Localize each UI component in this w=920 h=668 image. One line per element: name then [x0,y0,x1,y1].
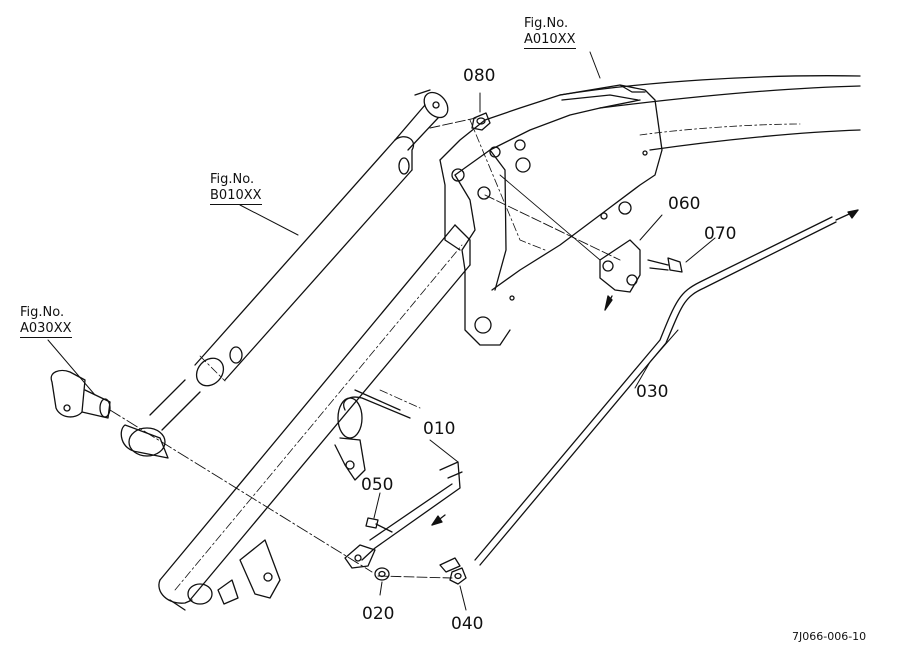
nut-040 [449,567,467,585]
part-label-060: 060 [668,194,701,214]
part-label-030: 030 [636,382,669,402]
leader-lines [47,51,716,611]
boom-arm [439,75,861,346]
rod-030 [439,209,859,573]
part-label-080: 080 [463,66,496,86]
part-label-010: 010 [423,419,456,439]
loader-arm [158,224,471,611]
part-label-070: 070 [704,224,737,244]
figure-ref-title: Fig.No. [210,172,255,187]
drawing-code: 7J066-006-10 [792,630,867,643]
hydraulic-cylinder [149,89,449,431]
screw-050 [365,517,393,533]
figure-ref-number: A010XX [524,32,576,50]
figure-ref-number: A030XX [20,321,72,339]
lever-010 [344,461,463,569]
bolt-070 [647,257,683,273]
figure-ref-b010: Fig.No. B010XX [210,172,262,206]
part-label-020: 020 [362,604,395,624]
figure-ref-title: Fig.No. [524,16,569,31]
assembly-lines [109,117,621,579]
part-label-050: 050 [361,475,394,495]
nut-080 [471,112,491,131]
figure-ref-title: Fig.No. [20,305,65,320]
figure-ref-a010: Fig.No. A010XX [524,16,576,50]
part-label-040: 040 [451,614,484,634]
pin-assembly [50,369,169,459]
figure-ref-number: B010XX [210,188,262,206]
washer-020 [374,567,390,581]
bracket-060 [599,239,641,311]
figure-ref-a030: Fig.No. A030XX [20,305,72,339]
